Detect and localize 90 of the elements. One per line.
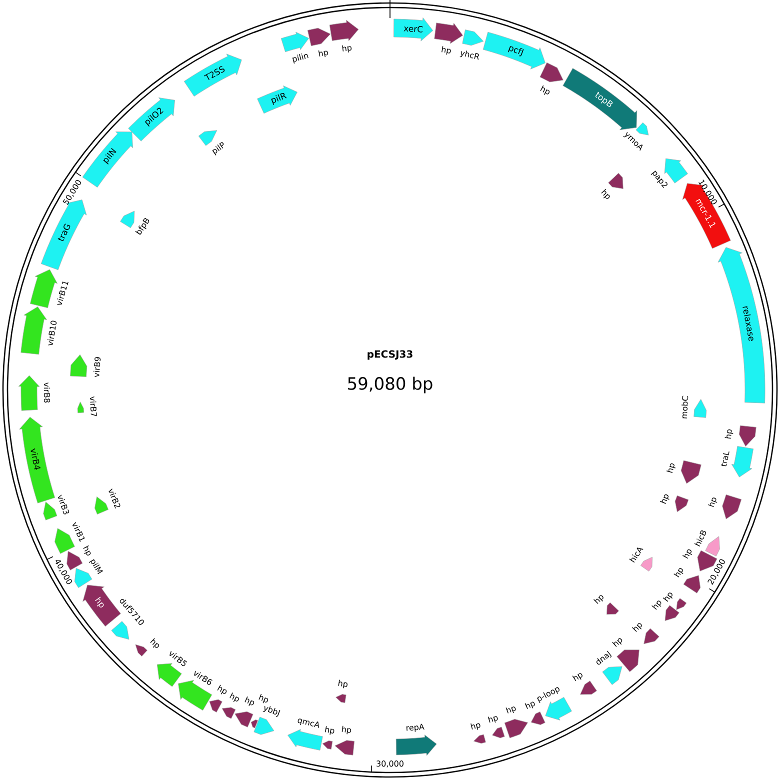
gene-feature: virB10 — [20, 306, 57, 355]
gene-feature: xerC — [394, 18, 434, 42]
gene-feature: hp — [674, 568, 701, 594]
gene-feature: pcfJ — [482, 32, 546, 70]
node-label: hp — [150, 638, 160, 648]
node-label: hp — [594, 595, 604, 604]
node-label: hp — [660, 494, 670, 504]
gene-feature: hp — [322, 726, 334, 750]
gene-feature: hp — [488, 716, 505, 738]
node-label: yhcR — [460, 50, 479, 60]
gene-feature: hp — [66, 545, 91, 570]
gene-feature: mobC — [682, 396, 707, 418]
node-label: hp — [488, 716, 498, 723]
node-label: hp — [666, 463, 676, 473]
tick-label: 30,000 — [376, 760, 404, 768]
node-label: mobC — [682, 396, 688, 418]
node-label: hp — [324, 726, 334, 735]
gene-feature: pilP — [198, 130, 224, 156]
gene-feature: hp — [594, 595, 619, 615]
gene-feature: virB9 — [70, 354, 101, 377]
gene-feature: hp — [135, 638, 160, 656]
node-label: hp — [342, 45, 352, 52]
node-label: repA — [406, 724, 424, 732]
node-label: virB10 — [47, 320, 57, 346]
node-label: virB8 — [44, 382, 50, 403]
node-label: hp — [442, 46, 451, 55]
gene-feature: repA — [396, 724, 437, 756]
gene-feature: virB2 — [94, 488, 120, 514]
node-label: hp — [258, 694, 268, 704]
node-label: virB9 — [93, 357, 101, 377]
gene-feature: hp — [329, 20, 359, 52]
gene-feature: pilin — [280, 32, 309, 64]
gene-feature: T2SS — [184, 54, 242, 97]
node-label: pilin — [292, 53, 308, 64]
node-label: hp — [230, 692, 239, 702]
node-label: hp — [682, 549, 692, 559]
node-label: hp — [652, 600, 662, 610]
node-label: virB11 — [57, 282, 68, 305]
node-label: hp — [674, 568, 684, 578]
gene-feature: hp — [601, 172, 624, 199]
node-label: hp — [83, 545, 91, 556]
node-label: ybbJ — [262, 706, 280, 717]
gene-feature: virB7 — [77, 396, 97, 416]
gene-feature: hp — [724, 425, 756, 447]
gene-feature: yhcR — [460, 30, 484, 60]
plasmid-name: pECSJ33 — [368, 350, 412, 360]
node-label: hp — [724, 429, 734, 439]
node-label: hp — [662, 592, 673, 602]
node-label: hp — [612, 638, 622, 647]
node-label: hp — [470, 723, 480, 730]
plasmid-size: 59,080 bp — [348, 376, 432, 394]
gene-feature: hp — [572, 673, 597, 695]
node-label: hp — [318, 50, 328, 58]
node-label: hp — [338, 680, 348, 688]
node-label: pilP — [212, 142, 224, 156]
gene-feature: ybbJ — [254, 706, 280, 735]
gene-feature: hp — [209, 684, 227, 712]
gene-feature: hp — [470, 723, 486, 744]
node-label: hp — [708, 498, 718, 508]
node-label: virB3 — [58, 494, 70, 514]
node-label: hicB — [694, 530, 706, 546]
node-label: virB2 — [108, 488, 120, 509]
gene-feature: pilR — [257, 86, 298, 114]
node-label: hp — [572, 673, 582, 682]
node-label: virB1 — [72, 522, 85, 542]
node-label: virB7 — [90, 396, 97, 416]
gene-feature: hp — [666, 460, 702, 484]
gene-feature: virB4 — [19, 416, 56, 504]
node-label: hp — [342, 726, 352, 734]
gene-feature: relaxase — [718, 247, 766, 404]
gene-feature: hicB — [694, 530, 720, 556]
gene-feature: hp — [660, 494, 689, 512]
gene-feature: hp — [82, 584, 121, 627]
node-label: traL — [720, 452, 730, 466]
node-label: hp — [540, 85, 550, 95]
gene-feature: virB11 — [30, 269, 68, 308]
node-label: hp — [217, 684, 227, 694]
node-label: hp — [244, 696, 254, 706]
gene-feature: virB8 — [18, 375, 50, 411]
gene-feature: hp — [334, 726, 355, 756]
gene-feature: hp — [307, 28, 331, 58]
gene-feature: hp — [708, 494, 742, 520]
node-label: hp — [524, 702, 535, 709]
node-label: qmcA — [298, 718, 319, 728]
node-label: hp — [506, 706, 516, 714]
node-label: hp — [632, 623, 642, 632]
gene-feature: hp — [336, 680, 348, 703]
gene-feature: traL — [720, 446, 754, 478]
node-label: hp — [601, 188, 610, 199]
gene-feature: qmcA — [288, 718, 323, 750]
